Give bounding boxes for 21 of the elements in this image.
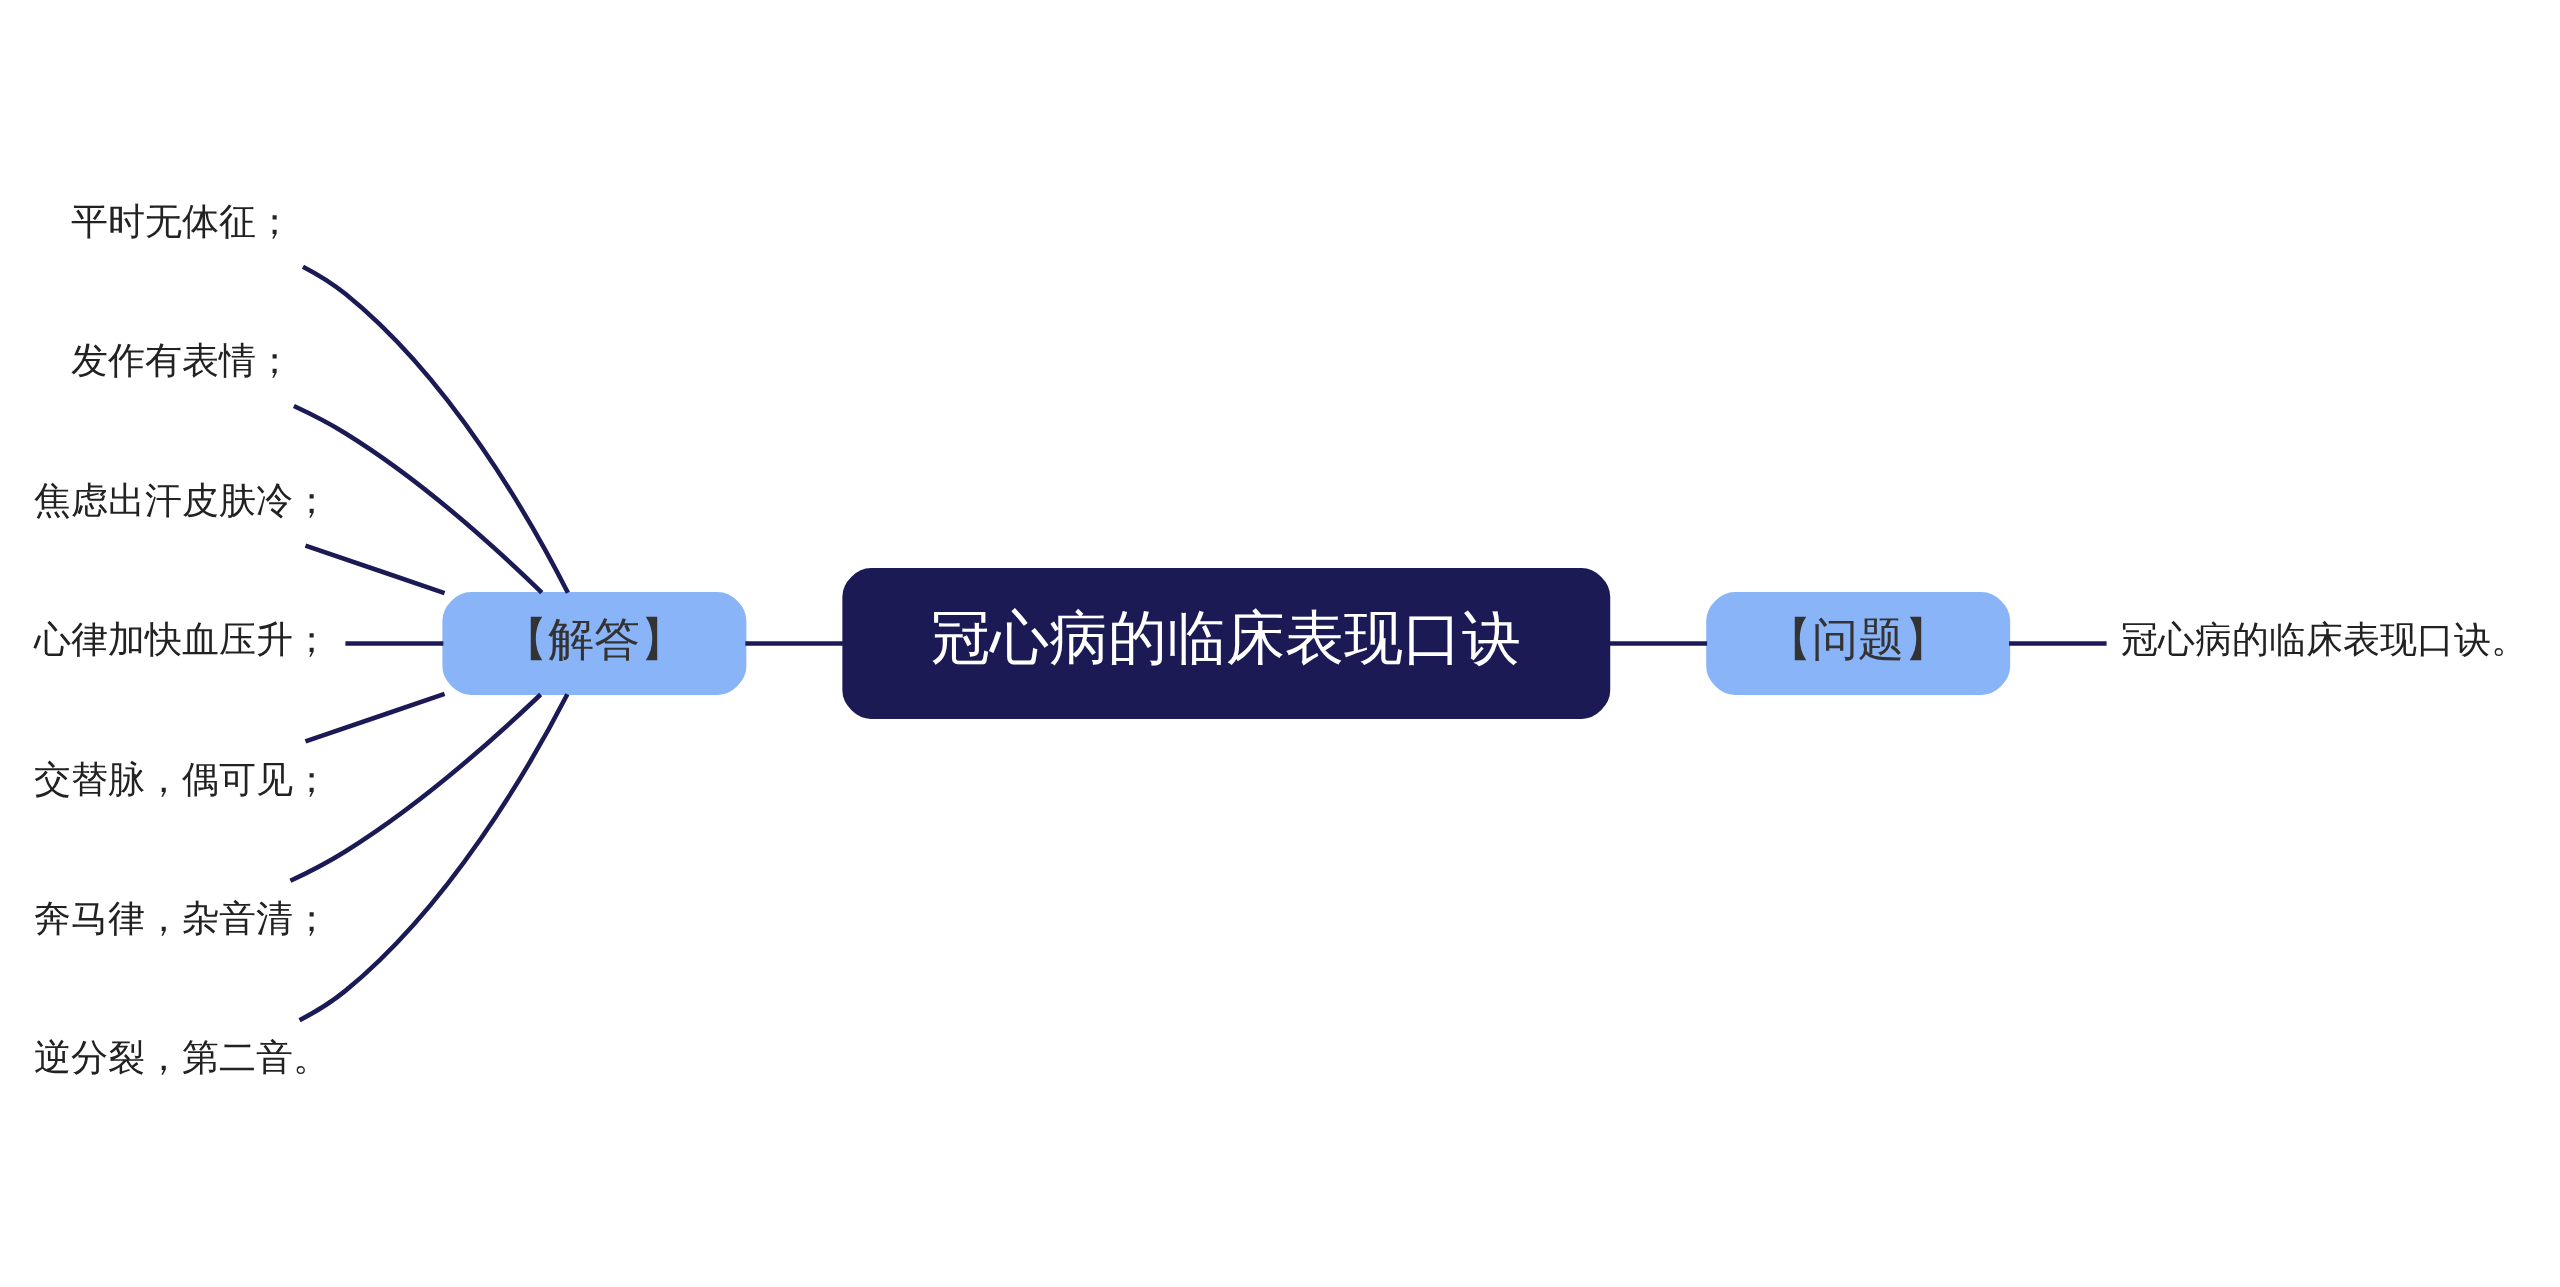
node-text: 心律加快血压升； [33, 618, 330, 662]
connector [304, 543, 446, 596]
node-box: 【解答】 [442, 592, 747, 695]
connector [301, 264, 570, 594]
connector [345, 641, 444, 646]
connector [1609, 641, 1708, 646]
node-text: 逆分裂，第二音。 [33, 1036, 330, 1080]
node-text: 交替脉，偶可见； [33, 757, 330, 801]
connector [2009, 641, 2107, 646]
connector [298, 693, 570, 1023]
node-text: 焦虑出汗皮肤冷； [33, 478, 330, 522]
node-text: 发作有表情； [70, 339, 293, 383]
node-box: 冠心病的临床表现口诀 [842, 568, 1611, 719]
node-text: 冠心病的临床表现口诀。 [2120, 618, 2528, 662]
node-text: 奔马律，杂音清； [33, 897, 330, 940]
connector [304, 691, 446, 744]
node-box: 【问题】 [1706, 592, 2011, 695]
node-text: 平时无体征； [70, 199, 293, 243]
connector [745, 641, 843, 646]
connector [289, 692, 543, 883]
connector [292, 404, 544, 595]
